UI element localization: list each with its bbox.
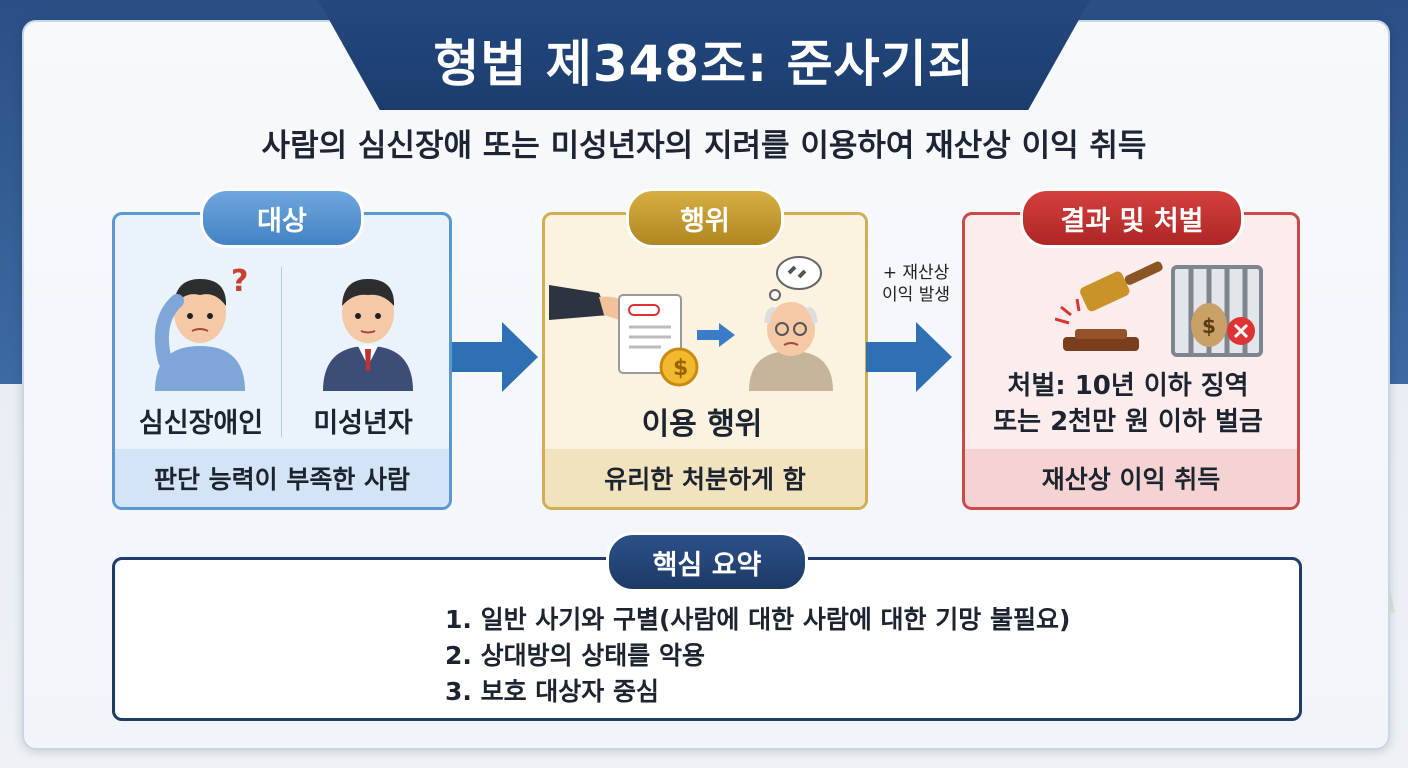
person2-label: 미성년자 <box>313 408 413 439</box>
confused-person-icon: ? <box>154 264 248 391</box>
page-title: 형법 제348조: 준사기죄 <box>433 35 975 93</box>
summary-item: 3. 보호 대상자 중심 <box>445 677 660 706</box>
action-header-pill: 행위 <box>626 188 784 248</box>
action-footer: 유리한 처분하게 함 <box>545 449 865 507</box>
student-person-icon <box>323 279 413 391</box>
flow-arrow <box>866 322 952 392</box>
result-note: + 재산상 이익 발생 <box>882 263 950 305</box>
flow-arrow <box>452 322 538 392</box>
gavel-icon <box>1055 261 1163 351</box>
target-box: ? 심신장애인 미성년자 판단 능력이 부족한 사람 <box>112 212 452 510</box>
punishment-line1: 처벌: 10년 이하 징역 <box>1007 371 1249 401</box>
result-header-pill: 결과 및 처벌 <box>1020 188 1244 248</box>
action-main-label: 이용 행위 <box>641 407 763 442</box>
target-header-pill: 대상 <box>200 188 364 248</box>
punishment-line2: 또는 2천만 원 이하 벌금 <box>993 407 1263 437</box>
document-handover-icon: $ <box>549 285 735 387</box>
result-box: $ 처벌: 10년 이하 징역 또는 2천만 원 이하 벌금 재산상 이익 취득 <box>962 212 1300 510</box>
title-ribbon <box>318 0 1090 110</box>
summary-item: 1. 일반 사기와 구별(사람에 대한 사람에 대한 기망 불필요) <box>445 605 1071 634</box>
result-footer: 재산상 이익 취득 <box>965 449 1297 507</box>
action-box: $ 이용 행위 유리한 처분하게 함 <box>542 212 868 510</box>
jail-money-icon: $ <box>1171 265 1263 357</box>
page-subtitle: 사람의 심신장애 또는 미성년자의 지려를 이용하여 재산상 이익 취득 <box>261 128 1147 164</box>
person1-label: 심신장애인 <box>138 408 264 439</box>
svg-text:?: ? <box>231 264 248 299</box>
target-footer: 판단 능력이 부족한 사람 <box>115 449 449 507</box>
elderly-person-icon <box>749 256 833 391</box>
summary-header-pill: 핵심 요약 <box>606 532 808 592</box>
divider <box>281 267 282 437</box>
svg-text:$: $ <box>673 356 688 381</box>
svg-text:$: $ <box>1202 314 1216 338</box>
summary-item: 2. 상대방의 상태를 악용 <box>445 641 706 670</box>
